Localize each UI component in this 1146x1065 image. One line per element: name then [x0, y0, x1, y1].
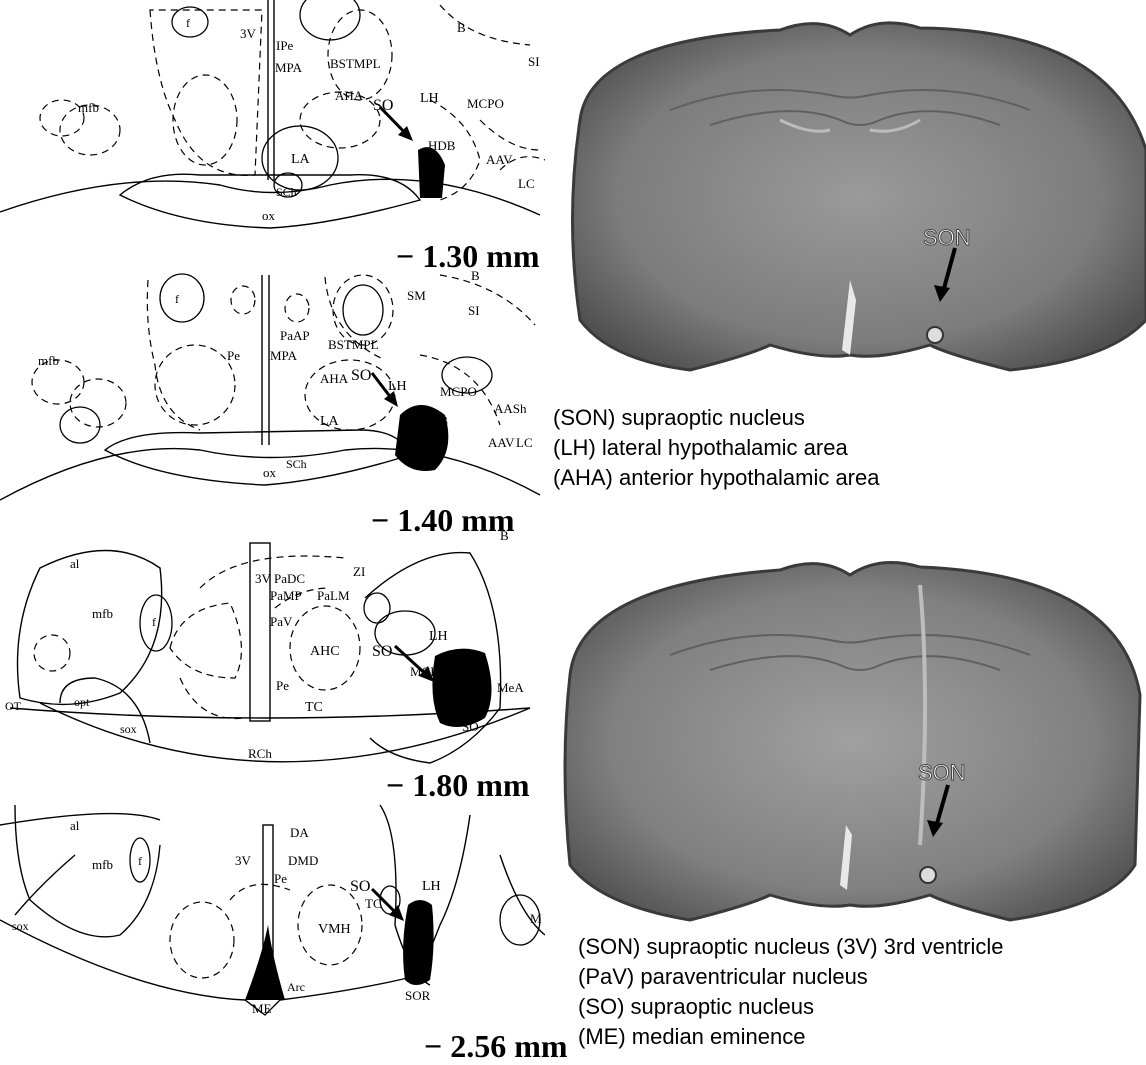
- atlas-label: opt: [74, 695, 90, 709]
- atlas-label: IPe: [276, 38, 294, 53]
- atlas-label: Arc: [287, 980, 305, 994]
- atlas-label: SI: [468, 303, 480, 318]
- atlas-label: BSTMPL: [328, 337, 379, 352]
- atlas-label: RCh: [248, 746, 272, 761]
- atlas-label: LH: [420, 91, 439, 106]
- legend-top: (SON) supraoptic nucleus (LH) lateral hy…: [553, 403, 879, 493]
- brain-section-photo-1: SON: [550, 0, 1146, 390]
- atlas-label: PaMP: [270, 588, 302, 603]
- legend-item: (AHA) anterior hypothalamic area: [553, 463, 879, 493]
- son-label: SON: [923, 225, 971, 250]
- atlas-label: ox: [262, 208, 276, 223]
- atlas-label: Pe: [227, 348, 240, 363]
- atlas-label: AHC: [310, 644, 340, 659]
- atlas-label: SOR: [405, 988, 431, 1003]
- atlas-label: LA: [320, 414, 340, 429]
- atlas-label: AASh: [494, 401, 527, 416]
- level-label: − 2.56 mm: [424, 1028, 568, 1065]
- atlas-label: ox: [263, 465, 277, 480]
- atlas-label: LH: [422, 879, 441, 894]
- brain-section-photo-2: SON: [550, 545, 1146, 930]
- atlas-label: VMH: [318, 922, 351, 937]
- legend-item: (SON) supraoptic nucleus (3V) 3rd ventri…: [578, 932, 1004, 962]
- atlas-label: SO: [373, 97, 393, 114]
- atlas-label: MPA: [275, 60, 303, 75]
- atlas-label: M: [530, 911, 542, 926]
- atlas-label: MeA: [497, 680, 524, 695]
- atlas-section-1: 3V IPe MPA BSTMPL AHA SO LH MCPO HDB AAV…: [0, 0, 545, 238]
- atlas-label: SO: [350, 878, 370, 895]
- atlas-label: BSTMPL: [330, 56, 381, 71]
- atlas-label: 3V: [255, 571, 272, 586]
- atlas-label: LH: [388, 379, 407, 394]
- atlas-label: f: [138, 854, 142, 868]
- atlas-section-2: f SM SI B PaAP Pe MPA BSTMPL AHA SO LH M…: [0, 265, 545, 505]
- atlas-label: AHA: [335, 88, 364, 103]
- atlas-label: LC: [516, 435, 533, 450]
- atlas-label: MCPO: [440, 384, 477, 399]
- atlas-label: LC: [518, 176, 535, 191]
- atlas-label: AAV: [486, 152, 513, 167]
- atlas-label: 3V: [235, 853, 252, 868]
- atlas-label: PaLM: [317, 588, 350, 603]
- atlas-label: SO: [351, 367, 371, 384]
- atlas-label: MCPO: [467, 96, 504, 111]
- atlas-label: SM: [407, 288, 426, 303]
- son-label: SON: [918, 760, 966, 785]
- atlas-label: f: [186, 16, 190, 30]
- atlas-label: ME: [252, 1001, 272, 1016]
- legend-item: (PaV) paraventricular nucleus: [578, 962, 1004, 992]
- atlas-label: al: [70, 818, 80, 833]
- legend-bottom: (SON) supraoptic nucleus (3V) 3rd ventri…: [578, 932, 1004, 1052]
- atlas-label: LA: [291, 152, 311, 167]
- atlas-label: al: [70, 556, 80, 571]
- atlas-label: SCh: [276, 185, 297, 199]
- atlas-label: f: [152, 615, 156, 629]
- atlas-label: AAV: [488, 435, 515, 450]
- atlas-label: Pe: [274, 871, 287, 886]
- atlas-label: MPA: [270, 348, 298, 363]
- atlas-label: sox: [12, 919, 29, 933]
- atlas-label: SI: [528, 54, 540, 69]
- atlas-label: B: [471, 268, 480, 283]
- atlas-label: DA: [290, 825, 309, 840]
- atlas-label: B: [500, 528, 509, 543]
- atlas-section-4: al mfb f DA 3V DMD Pe LH SO TC VMH Arc M…: [0, 795, 545, 1020]
- atlas-label: AHA: [320, 371, 349, 386]
- atlas-label: f: [175, 292, 179, 306]
- atlas-label: ZI: [353, 564, 365, 579]
- atlas-label: LH: [429, 629, 448, 644]
- atlas-section-3: al mfb f 3V PaDC PaMP PaLM ZI PaV AHC LH…: [0, 528, 545, 773]
- atlas-label: 3V: [240, 26, 257, 41]
- atlas-label: Pe: [276, 678, 289, 693]
- atlas-label: PaDC: [274, 571, 305, 586]
- atlas-label: SO: [462, 719, 479, 734]
- legend-item: (LH) lateral hypothalamic area: [553, 433, 879, 463]
- atlas-label: B: [457, 20, 466, 35]
- atlas-label: HDB: [428, 138, 456, 153]
- atlas-label: mfb: [92, 857, 113, 872]
- atlas-label: TC: [305, 700, 323, 715]
- atlas-label: sox: [120, 722, 137, 736]
- legend-item: (SO) supraoptic nucleus: [578, 992, 1004, 1022]
- legend-item: (ME) median eminence: [578, 1022, 1004, 1052]
- atlas-label: DB: [430, 413, 448, 428]
- atlas-label: TC: [365, 896, 382, 911]
- atlas-label: DMD: [288, 853, 318, 868]
- atlas-label: mfb: [78, 100, 99, 115]
- atlas-label: SCh: [286, 457, 307, 471]
- legend-item: (SON) supraoptic nucleus: [553, 403, 879, 433]
- atlas-label: mfb: [92, 606, 113, 621]
- atlas-label: MCPO: [410, 664, 447, 679]
- atlas-label: mfb: [38, 353, 59, 368]
- atlas-label: PaAP: [280, 328, 310, 343]
- atlas-label: OT: [5, 699, 22, 713]
- atlas-label: SO: [372, 643, 392, 660]
- atlas-label: PaV: [270, 614, 293, 629]
